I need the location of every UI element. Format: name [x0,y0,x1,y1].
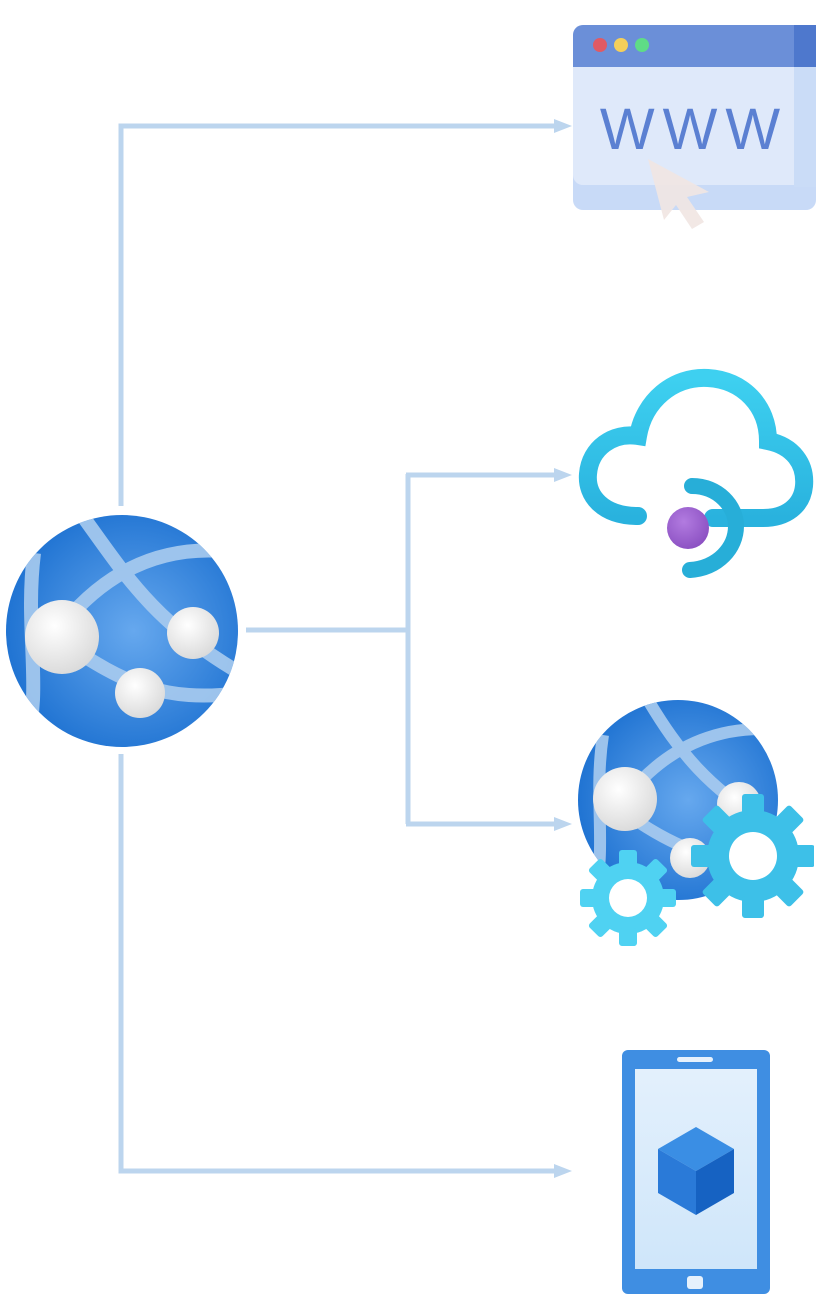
app-service-node[interactable] [4,513,240,749]
edge-to-website [118,119,572,506]
small-gear-icon [580,850,676,946]
api-dot-icon [667,507,709,549]
browser-www-text: WWW [600,97,788,162]
mobile-cube-icon [622,1050,770,1294]
close-dot-icon [593,38,607,52]
browser-www-icon: WWW [573,25,816,229]
mobile-app-node[interactable] [621,1049,771,1295]
speaker-icon [677,1057,713,1062]
cursor-icon [648,159,709,229]
web-app-gears-icon [578,700,815,946]
maximize-dot-icon [635,38,649,52]
web-app-globe-icon [6,515,238,747]
cube-icon [658,1127,734,1215]
cloud-api-icon [578,368,814,578]
home-button-icon [687,1276,703,1289]
api-cloud-node[interactable] [578,366,814,584]
edge-to-mobile-app [118,754,572,1178]
web-app-settings-node[interactable] [578,700,815,946]
minimize-dot-icon [614,38,628,52]
large-gear-icon [691,794,815,918]
website-node[interactable]: WWW [572,24,816,229]
